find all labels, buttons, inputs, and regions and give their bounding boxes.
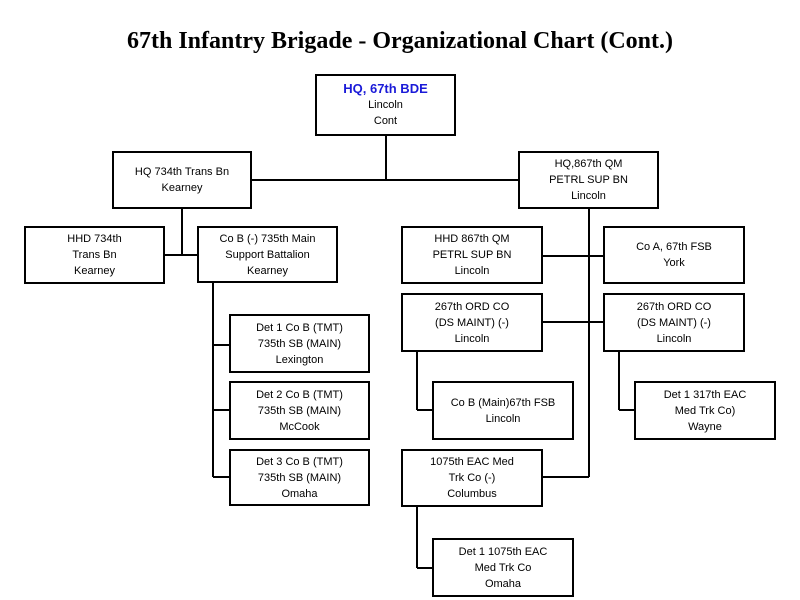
unit-box-hq-734th-trans-bn: HQ 734th Trans Bn Kearney xyxy=(112,151,252,209)
unit-location: Lexington xyxy=(275,353,324,366)
unit-name: HQ, 67th BDE xyxy=(343,81,428,96)
unit-box-hq-867th-qm: HQ,867th QM PETRL SUP BN Lincoln xyxy=(518,151,659,209)
unit-box-co-a-67th-fsb: Co A, 67th FSB York xyxy=(603,226,745,284)
unit-name: Co A, 67th FSB xyxy=(636,241,712,253)
unit-name: HHD 867th QM xyxy=(434,233,510,245)
unit-location: Lincoln xyxy=(485,412,521,425)
unit-subname: 735th SB (MAIN) xyxy=(257,404,342,417)
unit-subname: Trk Co (-) xyxy=(448,472,496,484)
unit-name: Co B (Main)67th FSB xyxy=(450,396,556,409)
unit-location: York xyxy=(663,257,685,269)
unit-location: Lincoln xyxy=(454,265,490,277)
unit-box-267th-ord-left: 267th ORD CO (DS MAINT) (-) Lincoln xyxy=(401,293,543,352)
unit-location: Kearney xyxy=(247,264,288,277)
unit-location: Omaha xyxy=(281,487,318,500)
unit-box-det1-1075th: Det 1 1075th EAC Med Trk Co Omaha xyxy=(432,538,574,597)
unit-name: HQ 734th Trans Bn xyxy=(134,166,230,178)
unit-subname: 735th SB (MAIN) xyxy=(257,337,342,350)
unit-box-det2-co-b: Det 2 Co B (TMT) 735th SB (MAIN) McCook xyxy=(229,381,370,440)
unit-subname: 735th SB (MAIN) xyxy=(257,471,342,484)
unit-name: 267th ORD CO xyxy=(636,300,712,313)
unit-subname: Support Battalion xyxy=(225,248,310,261)
unit-box-co-b-735th: Co B (-) 735th Main Support Battalion Ke… xyxy=(197,226,338,283)
unit-name: Det 2 Co B (TMT) xyxy=(256,388,343,401)
unit-name: 1075th EAC Med xyxy=(430,456,514,468)
unit-location: Omaha xyxy=(484,577,522,590)
unit-box-co-b-main-67th-fsb: Co B (Main)67th FSB Lincoln xyxy=(432,381,574,440)
unit-location: Lincoln xyxy=(656,332,692,345)
unit-location: Kearney xyxy=(161,182,203,194)
unit-box-1075th-eac: 1075th EAC Med Trk Co (-) Columbus xyxy=(401,449,543,507)
unit-location: Lincoln xyxy=(571,190,606,202)
unit-box-hhd-867th: HHD 867th QM PETRL SUP BN Lincoln xyxy=(401,226,543,284)
unit-subname: Med Trk Co xyxy=(474,561,532,574)
unit-name: Det 3 Co B (TMT) xyxy=(256,455,343,468)
unit-name: Det 1 Co B (TMT) xyxy=(256,321,343,334)
unit-name: HHD 734th xyxy=(67,233,122,245)
unit-location: Wayne xyxy=(688,420,722,433)
unit-box-det1-co-b: Det 1 Co B (TMT) 735th SB (MAIN) Lexingt… xyxy=(229,314,370,373)
unit-name: HQ,867th QM xyxy=(554,158,623,170)
unit-subname: (DS MAINT) (-) xyxy=(637,316,711,329)
unit-box-det1-317th-eac: Det 1 317th EAC Med Trk Co) Wayne xyxy=(634,381,776,440)
unit-location: Lincoln xyxy=(454,332,490,345)
unit-location: McCook xyxy=(279,420,320,433)
unit-location: Columbus xyxy=(447,488,497,500)
unit-box-hq-67th-bde: HQ, 67th BDE Lincoln Cont xyxy=(315,74,456,136)
chart-title: 67th Infantry Brigade - Organizational C… xyxy=(127,28,673,54)
unit-name: Det 1 1075th EAC xyxy=(458,545,548,558)
unit-subname: PETRL SUP BN xyxy=(432,249,512,261)
unit-subname: (DS MAINT) (-) xyxy=(435,316,509,329)
unit-name: 267th ORD CO xyxy=(434,300,510,313)
unit-location: Kearney xyxy=(74,265,115,277)
unit-box-det3-co-b: Det 3 Co B (TMT) 735th SB (MAIN) Omaha xyxy=(229,449,370,506)
unit-name: Det 1 317th EAC xyxy=(663,388,747,401)
unit-note: Cont xyxy=(373,115,398,127)
unit-box-hhd-734th: HHD 734th Trans Bn Kearney xyxy=(24,226,165,284)
unit-location: Lincoln xyxy=(368,99,403,111)
unit-box-267th-ord-right: 267th ORD CO (DS MAINT) (-) Lincoln xyxy=(603,293,745,352)
unit-subname: Trans Bn xyxy=(72,249,117,261)
unit-name: Co B (-) 735th Main xyxy=(219,232,316,245)
unit-subname: Med Trk Co) xyxy=(674,404,736,417)
unit-subname: PETRL SUP BN xyxy=(549,174,628,186)
